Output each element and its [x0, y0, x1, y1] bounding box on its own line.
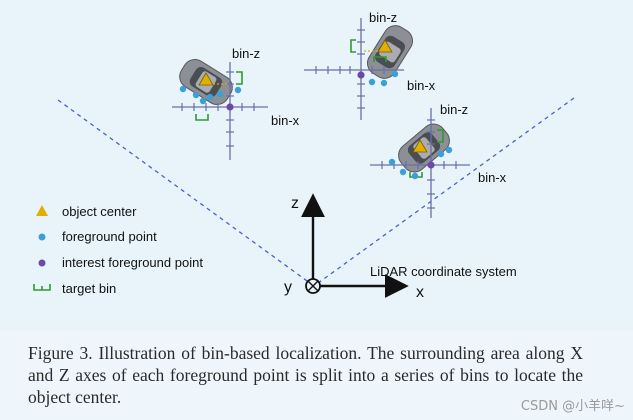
- watermark: CSDN @小羊咩~: [520, 399, 625, 414]
- legend: object center foreground point interest …: [33, 204, 203, 296]
- target-bin-x: [195, 114, 209, 121]
- y-axis-label: y: [284, 279, 292, 296]
- legend-interest-foreground-point: interest foreground point: [62, 255, 203, 270]
- target-bin-z: [236, 71, 243, 85]
- legend-foreground-point: foreground point: [62, 229, 157, 244]
- bin-localization-diagram: bin-z bin-x bin-z bin-x: [33, 10, 575, 301]
- figure-caption: Figure 3. Illustration of bin-based loca…: [28, 343, 583, 407]
- z-axis-label: z: [291, 195, 299, 212]
- fov-right-line: [313, 97, 575, 287]
- dot-icon: [38, 233, 46, 241]
- foreground-points: [388, 146, 453, 180]
- interest-point: [357, 71, 365, 79]
- figure-illustration: bin-z bin-x bin-z bin-x: [33, 10, 575, 301]
- bracket-icon: [33, 284, 51, 291]
- x-axis-label: x: [416, 284, 424, 301]
- lidar-coordinate-axes: z x y LiDAR coordinate system: [284, 193, 517, 301]
- target-bin-z: [350, 39, 356, 53]
- bin-z-label: bin-z: [232, 46, 260, 61]
- bin-x-label: bin-x: [407, 78, 436, 93]
- target-bin-x: [373, 56, 387, 62]
- foreground-points: [179, 85, 242, 111]
- interest-point: [226, 103, 234, 111]
- foreground-points: [357, 70, 399, 87]
- legend-object-center: object center: [62, 204, 137, 219]
- bin-z-label: bin-z: [369, 10, 397, 25]
- bin-x-label: bin-x: [478, 170, 507, 185]
- dot-icon: [38, 259, 46, 267]
- bin-z-label: bin-z: [440, 102, 468, 117]
- car-group-3: bin-z bin-x: [370, 102, 507, 218]
- object-center-marker: [377, 39, 393, 53]
- target-bin-z: [437, 129, 444, 143]
- legend-target-bin: target bin: [62, 281, 116, 296]
- object-center-marker: [198, 72, 214, 86]
- car-group-1: bin-z bin-x: [172, 46, 300, 160]
- coordinate-system-label: LiDAR coordinate system: [370, 264, 517, 279]
- triangle-icon: [36, 205, 48, 216]
- interest-point: [427, 161, 435, 169]
- object-center-marker: [412, 139, 428, 153]
- bin-x-label: bin-x: [271, 113, 300, 128]
- car-group-2: bin-z bin-x: [304, 10, 436, 120]
